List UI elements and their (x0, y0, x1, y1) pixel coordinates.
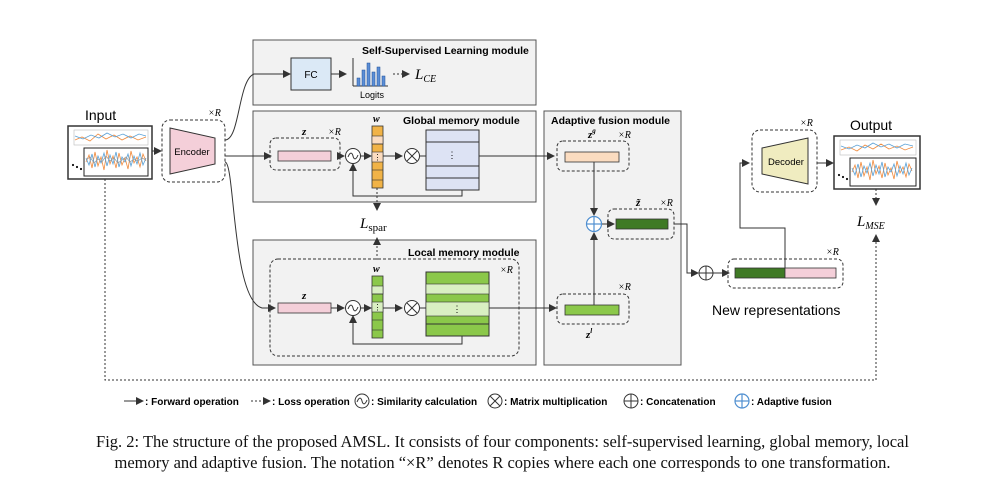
legend-matmul: : Matrix multiplication (504, 397, 607, 408)
ztilde-times-r: ×R (660, 198, 673, 209)
global-w-label: w (373, 114, 380, 125)
svg-text:⋮: ⋮ (374, 153, 382, 162)
svg-text:⋮: ⋮ (448, 150, 457, 160)
zl-times-r: ×R (618, 282, 631, 293)
global-w-vector: ⋮ (371, 125, 384, 189)
adaptive-fusion-title: Adaptive fusion module (551, 115, 670, 127)
adaptive-fusion-panel (543, 110, 682, 366)
zg-label: zg (587, 127, 596, 141)
zg-group (556, 140, 630, 172)
output-label: Output (850, 117, 892, 133)
reconstruction-loss-path (104, 179, 880, 381)
fc-label: FC (304, 70, 317, 81)
input-label: Input (85, 107, 116, 123)
global-z-vector (277, 150, 332, 162)
zl-label: zl (585, 327, 592, 341)
decoder-label: Decoder (768, 157, 804, 168)
encoder-block (169, 127, 216, 175)
local-w-label: w (373, 264, 380, 275)
local-z-label: z (301, 290, 307, 302)
zl-group (556, 293, 630, 325)
ssl-module-title: Self-Supervised Learning module (362, 45, 529, 57)
figure-caption: Fig. 2: The structure of the proposed AM… (0, 431, 1005, 473)
new-representations-label: New representations (712, 302, 840, 318)
legend-concat: : Concatenation (640, 397, 716, 408)
logits-label: Logits (360, 90, 385, 100)
svg-text:⋮: ⋮ (453, 304, 462, 314)
fc-block (290, 57, 332, 91)
legend: : Forward operation : Loss operation : S… (124, 393, 832, 409)
legend-forward: : Forward operation (145, 397, 239, 408)
legend-similarity: : Similarity calculation (371, 397, 477, 408)
input-series-thumbnail (67, 125, 153, 180)
decoder-times-r: ×R (800, 118, 813, 129)
zg-times-r: ×R (618, 130, 631, 141)
zg-vector (564, 151, 620, 163)
output-series-thumbnail (833, 135, 921, 190)
encoder-label: Encoder (174, 147, 209, 158)
decoder-block (761, 137, 809, 185)
sparsity-loss-label: Lspar (359, 216, 387, 234)
caption-line-2: memory and adaptive fusion. The notation… (114, 453, 891, 472)
encoder-group (161, 119, 226, 183)
local-times-r: ×R (500, 265, 513, 276)
global-memory-matrix: ⋮ (425, 129, 480, 191)
caption-line-1: Fig. 2: The structure of the proposed AM… (96, 432, 909, 451)
legend-fusion: : Adaptive fusion (751, 397, 832, 408)
legend-loss: : Loss operation (272, 397, 350, 408)
svg-text:⋮: ⋮ (374, 303, 382, 312)
new-representation-green (734, 267, 786, 279)
global-z-times-r: ×R (328, 127, 341, 138)
logits-histogram (352, 58, 388, 87)
ztilde-label: z̃ (635, 197, 641, 209)
encoder-times-r: ×R (208, 108, 221, 119)
global-z-label: z (301, 126, 307, 138)
local-memory-matrix: ⋮ (425, 271, 490, 337)
local-w-vector: ⋮ (371, 275, 384, 339)
global-memory-title: Global memory module (403, 115, 520, 127)
new-representation-times-r: ×R (826, 247, 839, 258)
local-z-vector (277, 302, 332, 314)
zl-vector (564, 304, 620, 316)
ztilde-vector (615, 218, 669, 230)
ce-loss-label: LCE (414, 67, 436, 85)
new-representation-pink (784, 267, 837, 279)
mse-loss-label: LMSE (856, 214, 885, 232)
local-memory-title: Local memory module (408, 247, 520, 259)
